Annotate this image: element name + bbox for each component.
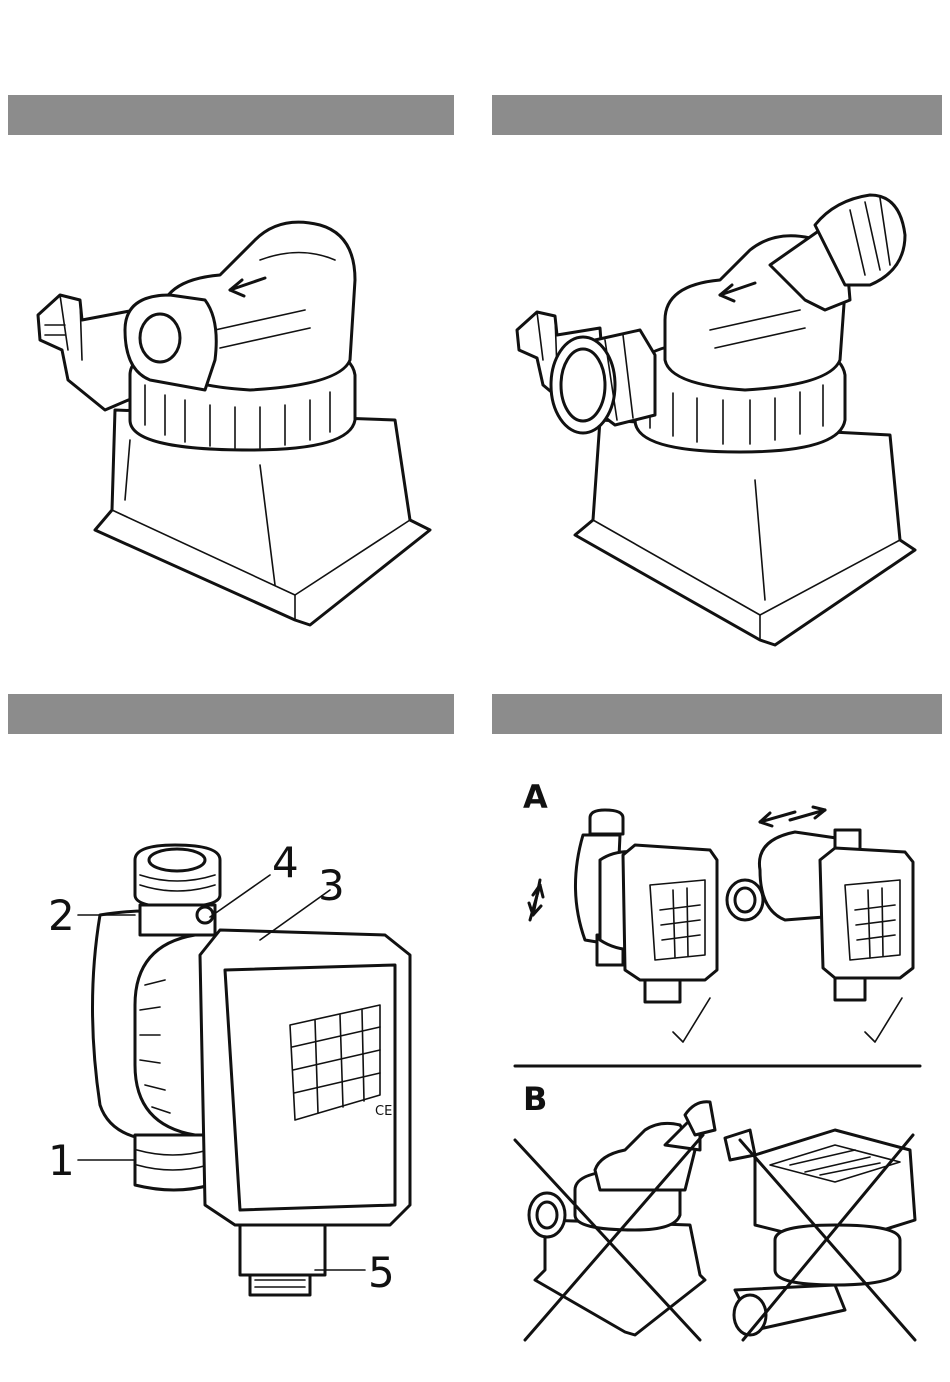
callout-2: 2 xyxy=(48,891,75,940)
pump-components-illustration: CE 2 1 4 3 5 xyxy=(40,835,450,1305)
vent-screw-icon xyxy=(197,907,213,923)
forbidden-position-head-up xyxy=(515,1102,715,1340)
figure-pump-components: CE 2 1 4 3 5 xyxy=(40,835,450,1305)
header-bar-bottom-left xyxy=(8,694,454,734)
allowed-position-horizontal xyxy=(727,807,913,1042)
figure-installation-positions: A xyxy=(505,770,935,1350)
pump-housing-illustration xyxy=(20,200,450,640)
check-mark-icon-a1 xyxy=(673,998,710,1042)
callout-1: 1 xyxy=(48,1136,75,1185)
callout-5: 5 xyxy=(368,1248,395,1297)
allowed-position-vertical xyxy=(529,810,717,1042)
section-b-label: B xyxy=(523,1080,547,1118)
header-bar-bottom-right xyxy=(492,694,942,734)
section-a-label: A xyxy=(523,778,548,816)
header-bar-top-right xyxy=(492,95,942,135)
figure-pump-with-unions xyxy=(505,190,935,650)
header-bar-top-left xyxy=(8,95,454,135)
figure-pump-housing xyxy=(20,200,450,640)
pump-unions-illustration xyxy=(505,190,935,650)
forbidden-position-head-down xyxy=(725,1130,915,1340)
installation-positions-illustration: A xyxy=(505,770,935,1350)
ce-mark: CE xyxy=(375,1104,392,1119)
callout-3: 3 xyxy=(318,861,345,910)
callout-4: 4 xyxy=(272,838,299,887)
check-mark-icon-a2 xyxy=(865,998,902,1042)
